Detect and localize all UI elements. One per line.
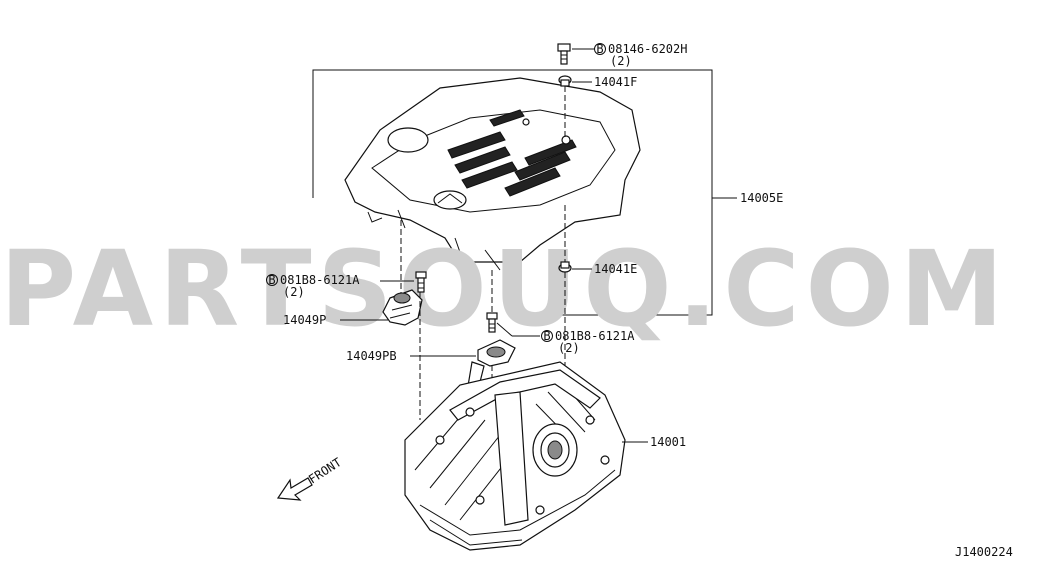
- bracket-left-number: 14049P: [283, 313, 326, 327]
- bracket-mid-number: 14049PB: [346, 349, 397, 363]
- front-direction-arrow: [276, 477, 313, 501]
- diagram-code: J1400224: [955, 545, 1013, 559]
- bolt-mid-prefix: B: [543, 329, 550, 343]
- bolt-top-qty: (2): [610, 54, 632, 68]
- bolt-left-marker: [266, 274, 278, 286]
- grommet-top-number: 14041F: [594, 75, 637, 89]
- bracket-left[interactable]: [382, 289, 423, 326]
- intake-manifold[interactable]: [404, 361, 626, 551]
- grommet-bottom[interactable]: [558, 261, 572, 273]
- bolt-mid-number: 081B8-6121A: [555, 329, 635, 343]
- intake-manifold-number: 14001: [650, 435, 686, 449]
- bolt-left[interactable]: [415, 271, 427, 293]
- bolt-top-marker: [594, 43, 606, 55]
- engine-cover[interactable]: [344, 77, 641, 271]
- bolt-top[interactable]: [557, 43, 571, 65]
- grommet-bottom-number: 14041E: [594, 262, 637, 276]
- bolt-left-qty: (2): [283, 285, 305, 299]
- bolt-top-prefix: B: [596, 42, 603, 56]
- bolt-left-prefix: B: [268, 273, 275, 287]
- bolt-top-number: 08146-6202H: [608, 42, 687, 56]
- bolt-mid-qty: (2): [558, 341, 580, 355]
- cover-group-bracket: [312, 69, 713, 316]
- bolt-left-number: 081B8-6121A: [280, 273, 360, 287]
- bolt-mid[interactable]: [486, 312, 498, 333]
- grommet-top[interactable]: [558, 75, 572, 87]
- watermark: PARTSOUQ.COM: [0, 228, 1009, 350]
- engine-cover-number: 14005E: [740, 191, 783, 205]
- front-direction-label: FRONT: [306, 455, 344, 486]
- bolt-mid-marker: [541, 330, 553, 342]
